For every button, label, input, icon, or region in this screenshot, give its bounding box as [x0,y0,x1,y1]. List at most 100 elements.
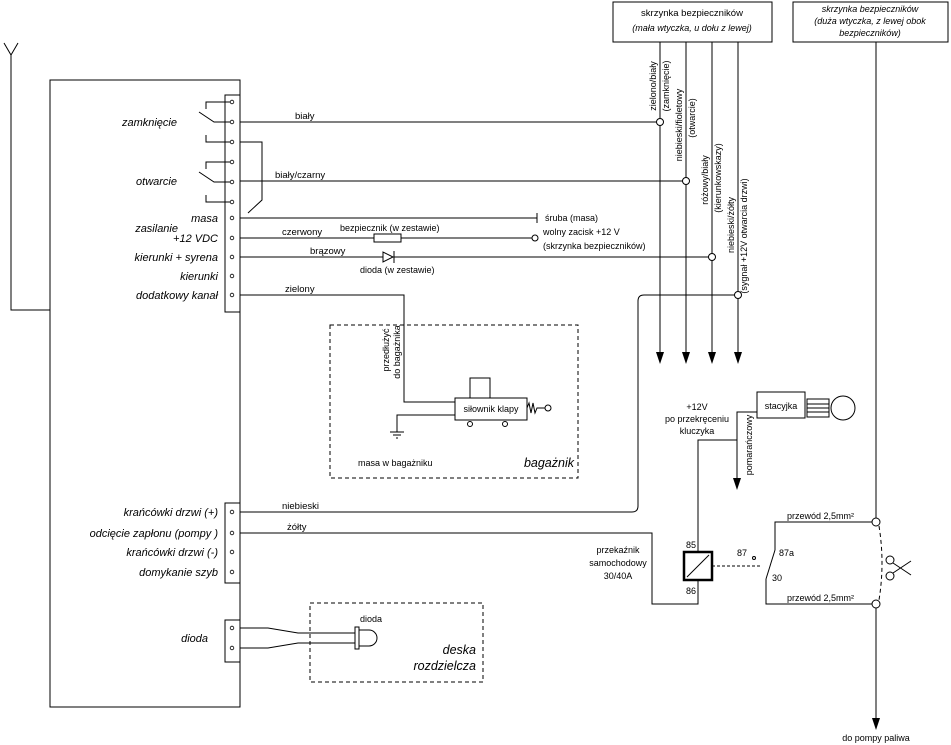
relay-label: przekaźnik [596,545,640,555]
key-head [830,395,856,421]
wire-junction [871,599,881,609]
fuse-box-large-title: skrzynka bezpieczników [822,4,919,14]
relay-pin-86: 86 [686,586,696,596]
wire-label-przewod: przewód 2,5mm² [787,511,854,521]
pin [229,569,235,575]
fuse-wire-function: (sygnał +12V otwarcia drzwi) [739,178,749,293]
pin [229,509,235,515]
dashboard-label: rozdzielcza [413,659,476,673]
trunk-extend-label: do bagażnika [392,325,402,379]
led-icon [354,626,378,650]
fuse-box-large-subtitle: (duża wtyczka, z lewej obok [814,16,926,26]
dashboard-label: deska [443,643,476,657]
fuse-wire-color: zielono/biały [648,61,658,111]
arrow-down-icon [733,478,741,490]
trunk-ground-label: masa w bagażniku [358,458,433,468]
pin [229,530,235,536]
actuator-rod-end [544,404,552,412]
connector-doors [224,502,241,584]
wire-label-niebieski: niebieski [282,501,319,512]
wire-masa [240,213,538,223]
pin [229,179,235,185]
fuse-box-small-subtitle: (mała wtyczka, u dołu z lewej) [632,23,752,33]
wire-pomaranczowy [736,411,757,478]
alarm-module [49,79,241,708]
arrow-down-icon [872,718,880,730]
wire-relay-87a [774,521,872,550]
wire-zolty [240,532,699,605]
fuse-wire-function: (otwarcie) [687,98,697,138]
wire-relay-30 [765,579,872,605]
pin [229,254,235,260]
wire-junction [708,253,716,261]
led-wires [240,627,355,649]
wire-label-pomaranczowy: pomarańczowy [744,414,754,475]
fuse-icon [373,233,402,243]
pin [229,549,235,555]
scissors-handle [885,555,895,565]
label-otwarcie: otwarcie [136,176,177,188]
wire-label-brazowy: brązowy [310,246,346,257]
ignition-label: kluczyka [680,426,715,436]
relay-label: samochodowy [589,558,647,568]
led-flange [354,626,360,650]
trunk-area [329,324,579,479]
pin [229,99,235,105]
connector-led [224,619,241,663]
led-label: dioda [360,614,382,624]
wire-niebieski [240,294,735,513]
pin [229,292,235,298]
pin [229,215,235,221]
ground-jumper [240,141,263,214]
key-teeth [807,403,829,413]
arrow-down-icon [656,352,664,364]
trunk-extend-label: przedłużyć [381,328,391,372]
scissors-icon [885,555,912,581]
relay-switch-arm [765,549,776,580]
relay-pin-85: 85 [686,540,696,550]
free-terminal-label: wolny zacisk +12 V [542,227,620,237]
relay-contact-87 [752,556,756,560]
ground-icon [390,414,455,439]
pin [229,199,235,205]
actuator-top [469,377,491,399]
pin [229,119,235,125]
ignition-label: po przekręceniu [665,414,729,424]
free-terminal-note: (skrzynka bezpieczników) [543,241,646,251]
actuator-mount [502,421,508,427]
label-domykanie-szyb: domykanie szyb [139,567,218,579]
fuse-wire-function: (kierunkowskazy) [713,143,723,213]
pin [229,645,235,651]
pin [229,139,235,145]
relay-unlock-contacts [198,161,230,203]
fuel-pump-label: do pompy paliwa [842,733,910,743]
diode-label: dioda (w zestawie) [360,265,435,275]
led-body [358,629,378,647]
fuse-box-large [792,1,949,43]
connector-pins [229,99,235,651]
wire-cut-section [878,525,883,601]
relay-pin-87a: 87a [779,548,794,558]
label-dodatkowy-kanal: dodatkowy kanał [136,290,218,302]
wire-label-zielony: zielony [285,284,315,295]
actuator-label: siłownik klapy [463,404,519,414]
label-masa: masa [191,213,218,225]
wire-label-bialy: biały [295,111,315,122]
arrow-down-icon [682,352,690,364]
wire-label-przewod: przewód 2,5mm² [787,593,854,603]
wire-junction [871,517,881,527]
fuse-label: bezpiecznik (w zestawie) [340,223,440,233]
actuator-spring [526,401,545,415]
relay-rating: 30/40A [604,571,633,581]
label-krancowki-minus: krańcówki drzwi (-) [126,547,218,559]
pin [229,273,235,279]
wire-label-bialy-czarny: biały/czarny [275,170,325,181]
fuse-wire-color: różowy/biały [700,155,710,205]
antenna-icon [3,42,50,311]
ignition-switch [756,391,806,419]
relay-lock-contacts [198,101,230,143]
relay-pin-30: 30 [772,573,782,583]
actuator-mount [467,421,473,427]
pin [229,235,235,241]
